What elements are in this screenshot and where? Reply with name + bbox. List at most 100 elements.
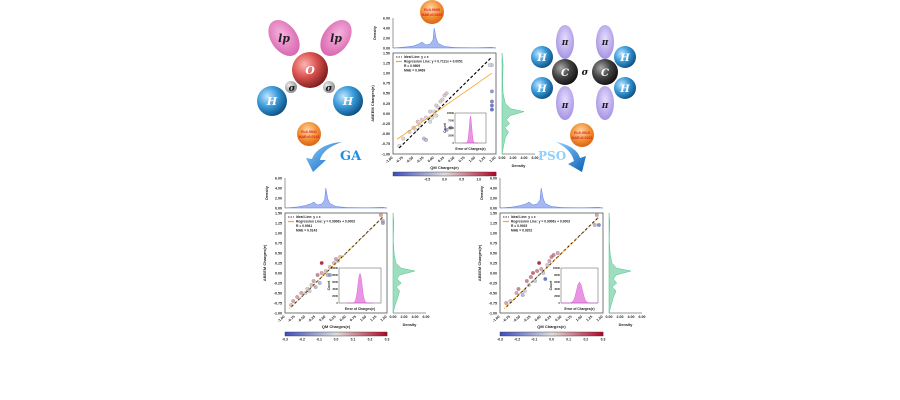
hydrogen-label: H [619,53,630,64]
density-tick-label: 4.00 [383,26,390,30]
x-tick-label: 0.25 [329,315,337,323]
colorbar-segment [520,332,524,336]
density-tick-label: 0.00 [490,206,497,210]
colorbar-segment [470,172,474,176]
y-tick-label: 0.25 [275,261,282,265]
regression-line [288,217,384,309]
colorbar-segment [333,332,337,336]
y-tick-label: -0.25 [382,122,390,126]
data-point [551,253,556,257]
colorbar-segment [467,172,471,176]
colorbar-tick-label: 0.3 [601,338,606,342]
colorbar-segment [488,172,492,176]
pi-orbital-lobe [556,86,574,120]
x-axis-label: QM Charges(e) [537,324,566,329]
data-point [514,291,519,295]
colorbar-tick-label: -0.5 [424,178,430,182]
colorbar-segment [525,332,529,336]
colorbar-segment [541,332,545,336]
y-axis-label: ABEEM Charges(e) [262,244,267,281]
colorbar-segment [533,332,537,336]
top-density-curve [284,187,388,209]
colorbar-segment [454,172,458,176]
colorbar-segment [338,332,342,336]
y-tick-label: -0.75 [489,301,497,305]
colorbar-segment [426,172,430,176]
colorbar-segment [564,332,568,336]
y-tick-label: -0.50 [382,132,390,136]
sigma-label: σ [289,84,296,94]
inset-y-tick-label: 7500 [448,119,454,123]
colorbar-segment [287,332,291,336]
data-point [291,299,296,303]
density-tick-label: 2.00 [275,196,282,200]
colorbar-tick-label: 1.0 [476,178,481,182]
colorbar-segment [505,332,509,336]
data-point [295,295,300,299]
colorbar-tick-label: -0.3 [282,338,288,342]
colorbar-segment [416,172,420,176]
colorbar-segment [297,332,301,336]
colorbar-segment [353,332,357,336]
x-tick-label: 0.25 [544,315,552,323]
colorbar-tick-label: 0.0 [442,178,447,182]
colorbar-segment [325,332,329,336]
colorbar-segment [292,332,296,336]
x-tick-label: 1.50 [489,156,497,164]
density-tick-label: 4.00 [275,186,282,190]
badge-circle [570,123,594,147]
density-axis-label: Density [403,323,418,327]
y-axis-label: ABEEM Charges(e) [370,85,375,122]
badge-initial: R=0.9609 MAE=0.0469 [420,0,444,24]
sigma-label: σ [326,84,333,94]
x-tick-label: -1.00 [492,315,501,323]
density-tick-label: 2.00 [383,36,390,40]
inset-y-tick-label: 0 [453,141,455,145]
legend-regression-label: Regression Line: y = 0.9906x + 0.0003 [296,220,355,224]
ideal-line [398,56,493,149]
colorbar-segment [592,332,596,336]
colorbar-segment [536,332,539,336]
colorbar-segment [366,332,370,336]
data-point [516,287,521,291]
colorbar-segment [510,332,514,336]
colorbar-segment [436,172,440,176]
y-tick-label: -1.00 [274,311,282,315]
colorbar-segment [341,332,344,336]
data-point [428,109,433,114]
legend-mae-value: MAE = 0.0469 [404,68,425,72]
colorbar-segment [502,332,506,336]
y-tick-label: -0.75 [274,301,282,305]
y-tick-label: 0.25 [490,261,497,265]
inset-y-tick-label: 10000 [331,266,339,270]
colorbar-segment [374,332,378,336]
right-density-curve [608,212,632,314]
y-tick-label: 0.50 [275,251,282,255]
data-point [317,281,322,285]
right-density-curve [392,212,416,314]
y-tick-label: 0.75 [275,241,282,245]
data-point [490,103,494,108]
colorbar-segment [408,172,412,176]
hydrogen-atom [531,46,553,68]
colorbar-segment [393,172,396,176]
curved-arrow-icon [306,142,342,172]
colorbar-segment [423,172,427,176]
colorbar-segment [590,332,594,336]
x-tick-label: -0.25 [523,315,532,323]
ga-arrow: GA [306,142,362,172]
colorbar-segment [582,332,586,336]
colorbar-segment [302,332,306,336]
data-point [299,291,304,295]
density-tick-label: 6.00 [490,176,497,180]
density-tick-label: 6.00 [532,156,539,160]
colorbar-segment [403,172,407,176]
colorbar-segment [551,332,555,336]
inset-x-axis-label: Error of Charges(e) [345,307,375,311]
colorbar-segment [577,332,581,336]
pi-label: π [601,101,609,111]
